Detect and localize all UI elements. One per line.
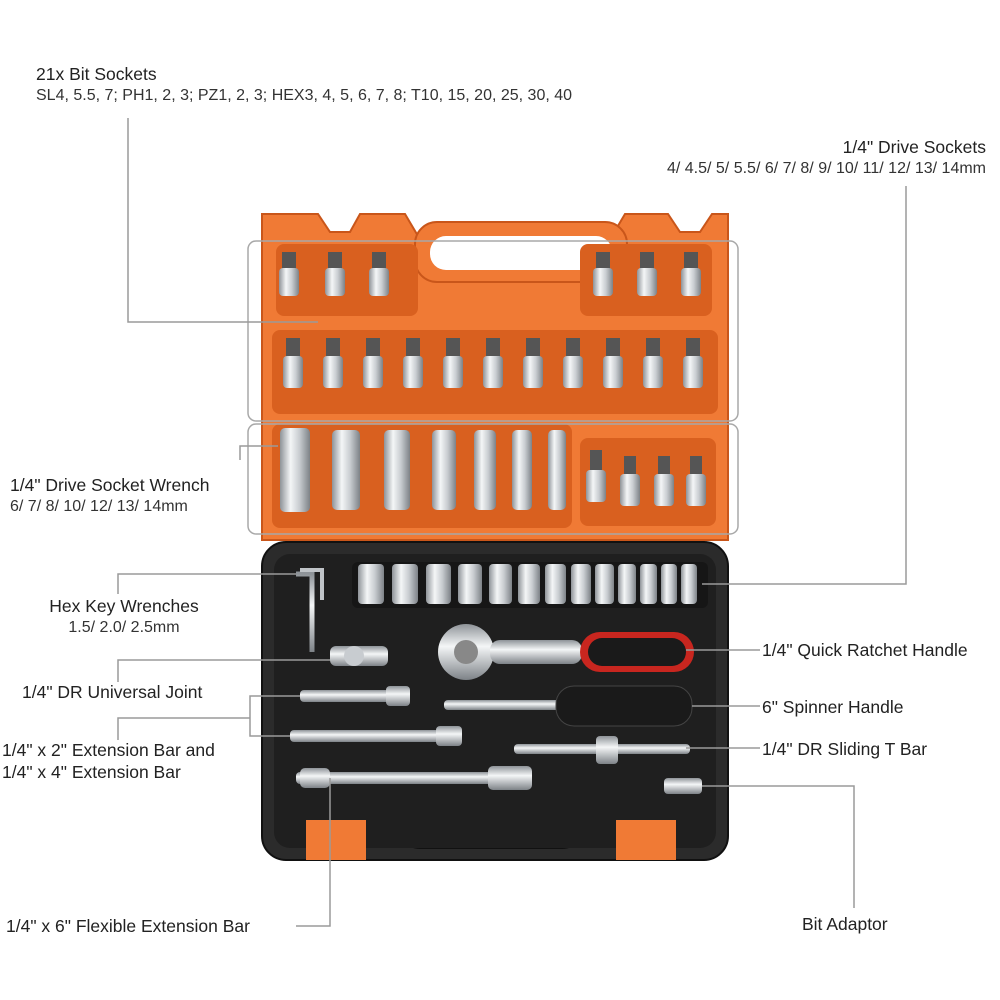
bit-sockets-highlight — [247, 240, 739, 422]
leader-lines — [117, 118, 907, 927]
leader-flex-extension — [296, 778, 331, 927]
extension-bar-short — [300, 686, 410, 706]
flex-extension-label: 1/4" x 6" Flexible Extension Bar — [6, 915, 250, 937]
bit-adaptor-title: Bit Adaptor — [802, 914, 888, 934]
bit-adaptor — [664, 778, 702, 794]
hex-keys — [296, 568, 324, 652]
flexible-extension-bar — [296, 766, 532, 790]
leader-hex-keys — [117, 573, 296, 594]
extension-bar-label: 1/4" x 2" Extension Bar and 1/4" x 4" Ex… — [2, 739, 215, 783]
socket-wrench-title: 1/4" Drive Socket Wrench — [10, 475, 210, 495]
t-bar-label: 1/4" DR Sliding T Bar — [762, 738, 927, 760]
spinner-label: 6" Spinner Handle — [762, 696, 903, 718]
socket-wrench-highlight — [247, 423, 739, 535]
extension-bar-long — [290, 726, 462, 746]
sliding-t-bar — [514, 736, 690, 764]
deep-socket-rack — [280, 428, 566, 512]
spinner-handle — [444, 685, 693, 727]
ratchet-label: 1/4" Quick Ratchet Handle — [762, 639, 968, 661]
flex-extension-title: 1/4" x 6" Flexible Extension Bar — [6, 916, 250, 936]
leader-drive-sockets — [702, 186, 907, 585]
drive-socket-row — [358, 564, 697, 604]
universal-joint — [330, 646, 388, 666]
extension-bar-line1: 1/4" x 2" Extension Bar and — [2, 740, 215, 760]
leader-bit-adaptor — [702, 785, 855, 908]
hex-keys-sizes: 1.5/ 2.0/ 2.5mm — [68, 619, 180, 636]
socket-wrench-sizes: 6/ 7/ 8/ 10/ 12/ 13/ 14mm — [10, 498, 188, 515]
leader-extension-bars — [117, 695, 300, 740]
torx-bit-rack — [586, 450, 706, 506]
universal-joint-title: 1/4" DR Universal Joint — [22, 682, 203, 702]
spinner-title: 6" Spinner Handle — [762, 697, 904, 717]
drive-sockets-label: 1/4" Drive Sockets 4/ 4.5/ 5/ 5.5/ 6/ 7/… — [667, 136, 986, 180]
leader-bit-sockets — [127, 118, 318, 323]
drive-sockets-title: 1/4" Drive Sockets — [842, 137, 986, 157]
ratchet-title: 1/4" Quick Ratchet Handle — [762, 640, 968, 660]
hex-keys-label: Hex Key Wrenches 1.5/ 2.0/ 2.5mm — [36, 595, 212, 639]
drive-sockets-sizes: 4/ 4.5/ 5/ 5.5/ 6/ 7/ 8/ 9/ 10/ 11/ 12/ … — [666, 160, 986, 177]
bit-sockets-label: 21x Bit Sockets SL4, 5.5, 7; PH1, 2, 3; … — [36, 63, 572, 107]
bit-socket-rack-top — [279, 252, 701, 296]
bit-sockets-title: 21x Bit Sockets — [36, 64, 157, 84]
bit-socket-rack-middle — [283, 338, 703, 388]
ratchet-handle — [438, 624, 694, 680]
bit-adaptor-label: Bit Adaptor — [802, 913, 888, 935]
leader-socket-wrench — [239, 445, 278, 460]
leader-universal-joint — [117, 659, 330, 682]
extension-bar-line2: 1/4" x 4" Extension Bar — [2, 762, 181, 782]
t-bar-title: 1/4" DR Sliding T Bar — [762, 739, 928, 759]
socket-wrench-label: 1/4" Drive Socket Wrench 6/ 7/ 8/ 10/ 12… — [10, 474, 209, 518]
universal-joint-label: 1/4" DR Universal Joint — [22, 681, 202, 703]
bit-sockets-sizes: SL4, 5.5, 7; PH1, 2, 3; PZ1, 2, 3; HEX3,… — [36, 87, 573, 104]
hex-keys-title: Hex Key Wrenches — [49, 596, 199, 616]
